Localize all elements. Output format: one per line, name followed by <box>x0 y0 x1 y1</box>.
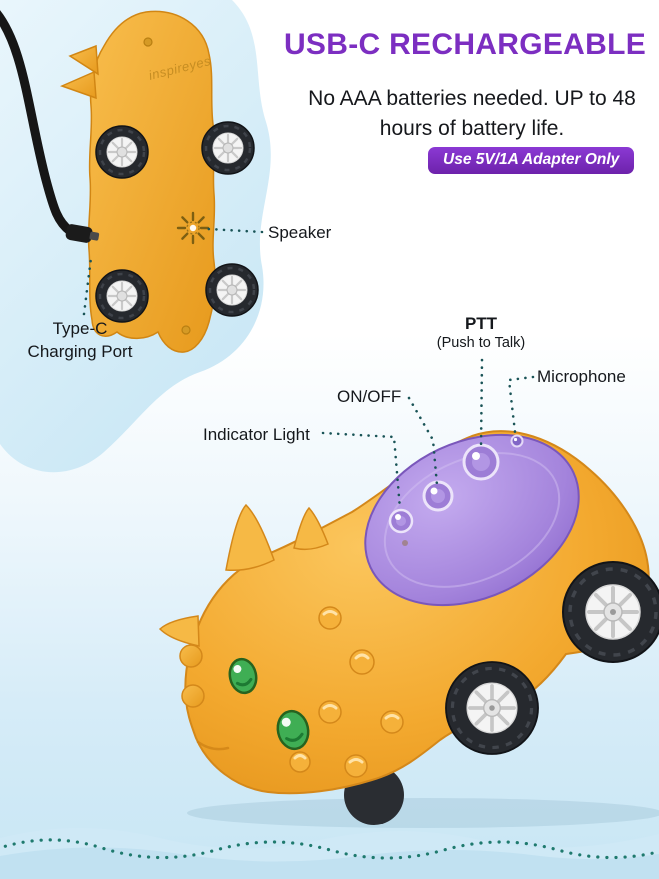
onoff-pointer-line <box>407 396 439 487</box>
underside-wheel <box>94 268 150 324</box>
pointer-lines <box>82 227 535 511</box>
microphone-hole <box>510 434 524 448</box>
indicator-light-button <box>388 508 414 534</box>
speaker-label: Speaker <box>268 223 332 242</box>
microphone-label: Microphone <box>537 367 626 386</box>
indicator-pointer-line <box>321 431 402 511</box>
dotted-wave-line <box>0 838 659 860</box>
ptt-label-group: PTT (Push to Talk) <box>424 314 538 351</box>
speaker-icon <box>176 211 210 245</box>
ptt-pointer-line <box>479 358 484 450</box>
head-horn <box>225 503 275 572</box>
screw-hole <box>143 37 153 47</box>
adapter-badge: Use 5V/1A Adapter Only <box>428 147 635 174</box>
body-bumps <box>289 606 404 778</box>
head-horn <box>293 506 329 551</box>
mouth-line <box>196 740 230 751</box>
left-eye <box>228 657 258 695</box>
usb-connector <box>65 224 100 243</box>
ptt-button <box>462 443 500 481</box>
speaker-pointer-line <box>206 227 264 234</box>
toy-car-photo <box>158 430 659 828</box>
power-button <box>422 480 454 512</box>
snout-horn <box>158 615 200 647</box>
indicator-light-label: Indicator Light <box>203 425 310 444</box>
front-wheel <box>444 660 540 756</box>
rear-wheel <box>561 560 659 664</box>
frill-bump <box>181 684 205 708</box>
head-spike <box>68 44 99 76</box>
microphone-pointer-line <box>507 375 535 434</box>
page-title: USB-C RECHARGEABLE <box>283 28 647 61</box>
toy-underside-photo: inspireyes <box>0 10 260 353</box>
underside-wheel <box>94 124 150 180</box>
purple-shell <box>364 433 580 607</box>
underside-wheel <box>204 262 260 318</box>
ptt-sub-label: (Push to Talk) <box>436 335 526 351</box>
usb-cable <box>0 10 75 236</box>
shell-sheen <box>383 452 561 588</box>
bottom-waves <box>0 828 659 879</box>
wave-front <box>0 847 659 879</box>
head-spike <box>59 70 97 100</box>
frill-bump <box>179 644 203 668</box>
underside-wheel <box>200 120 256 176</box>
onoff-label: ON/OFF <box>337 387 402 406</box>
screw-hole <box>181 325 191 335</box>
page-subtitle: No AAA batteries needed. UP to 48 hours … <box>308 87 636 141</box>
car-shadow <box>187 798 659 828</box>
right-eye <box>276 709 310 751</box>
indicator-led-dot <box>402 540 408 546</box>
ptt-label: PTT <box>464 314 498 333</box>
charging-port-label: Type-C Charging Port <box>27 319 133 361</box>
